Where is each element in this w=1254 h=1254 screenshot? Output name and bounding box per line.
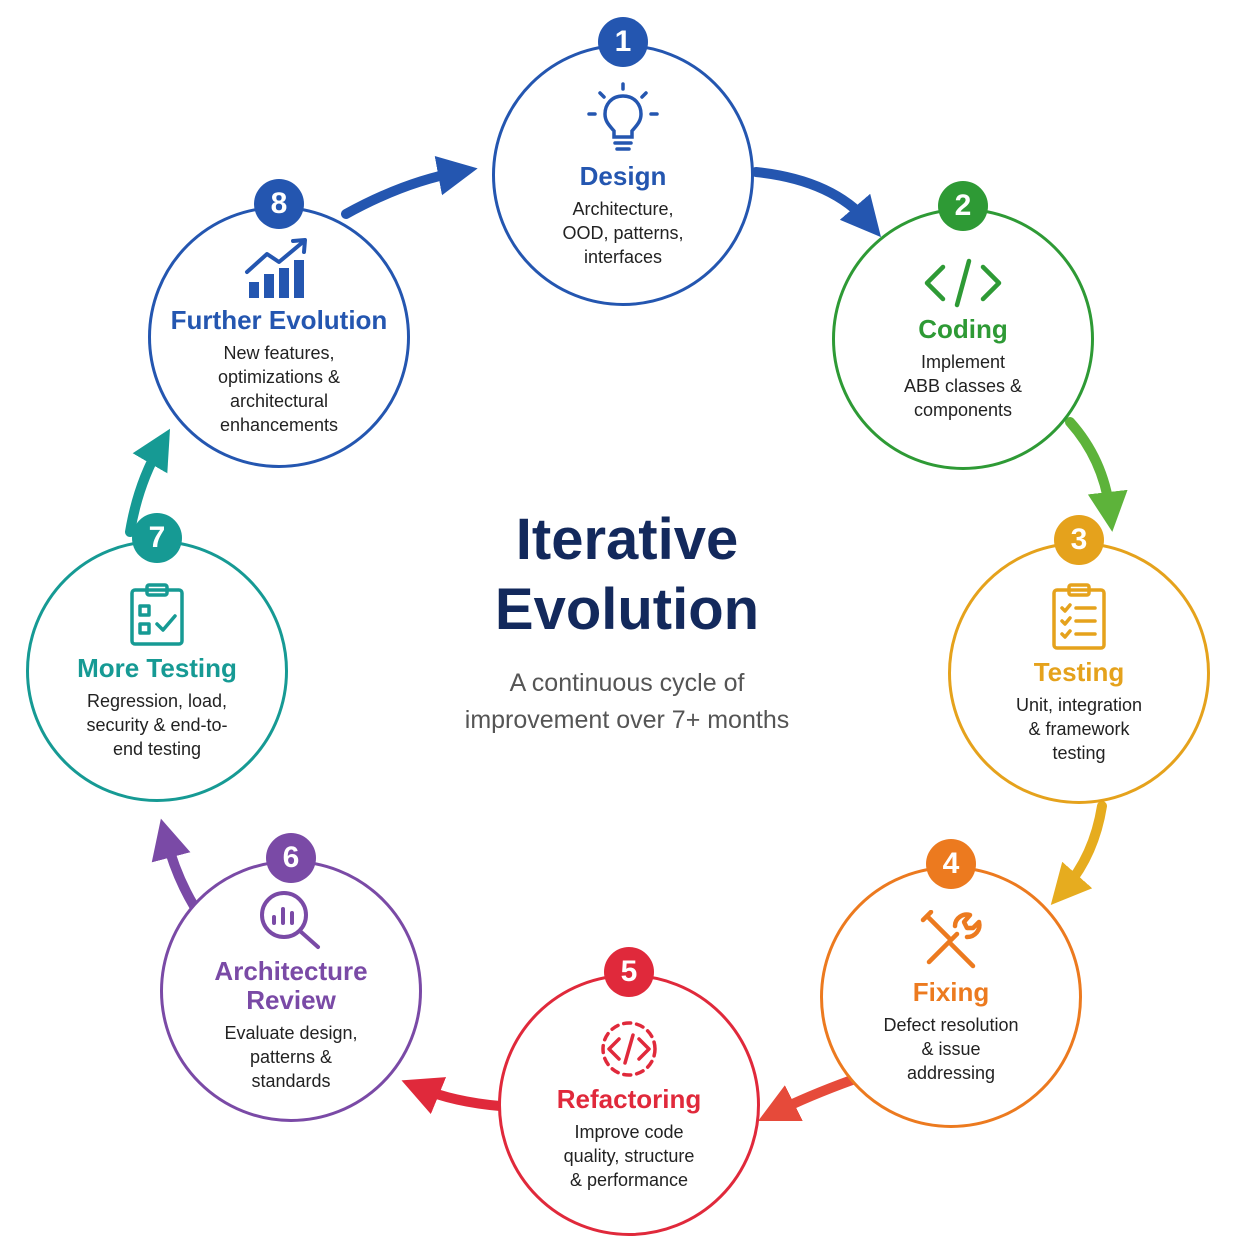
stage-testing: 3 Testing Unit, integration & framework …	[948, 515, 1210, 804]
arrow-review-to-moretesting	[151, 818, 199, 911]
arrow-moretesting-to-further	[125, 428, 171, 537]
stage-architecture-review: 6 Architecture Review Evaluate design, p…	[160, 833, 422, 1122]
arrow-fixing-to-refactoring	[758, 1075, 857, 1121]
stage-number-badge: 2	[938, 181, 988, 231]
arrow-coding-to-testing	[1065, 417, 1128, 532]
stage-title: More Testing	[77, 652, 237, 683]
stage-number-badge: 4	[926, 839, 976, 889]
stage-number-badge: 6	[266, 833, 316, 883]
clipboard-checklist-icon	[1052, 582, 1106, 650]
stage-title: Further Evolution	[170, 304, 388, 335]
stage-description: New features, optimizations & architectu…	[217, 342, 341, 435]
stage-description: Unit, integration & framework testing	[1015, 694, 1143, 763]
code-icon	[924, 258, 1002, 307]
stage-number-badge: 7	[132, 513, 182, 563]
stage-description: Evaluate design, patterns & standards	[224, 1023, 358, 1091]
refactor-code-icon	[601, 1020, 657, 1077]
arrow-refactoring-to-review	[401, 1077, 505, 1115]
arrow-design-to-coding	[751, 167, 882, 238]
clipboard-check-icon	[130, 582, 184, 646]
stage-description: Improve code quality, structure & perfor…	[563, 1121, 695, 1190]
stage-coding: 2 Coding Implement ABB classes & compone…	[832, 181, 1094, 470]
wrench-screwdriver-icon	[920, 909, 982, 968]
stage-title: Design	[579, 160, 667, 191]
lightbulb-icon	[587, 81, 659, 151]
diagram-title: Iterative Evolution	[494, 507, 760, 642]
stage-design: 1 Design Architecture, OOD, patterns, in…	[492, 17, 754, 306]
diagram-subtitle: A continuous cycle of improvement over 7…	[464, 669, 790, 734]
stage-number-badge: 8	[254, 179, 304, 229]
stage-fixing: 4 Fixing Defect resolution & issue addre…	[820, 839, 1082, 1128]
arrow-further-to-design	[341, 155, 478, 219]
stage-title: Refactoring	[556, 1083, 702, 1114]
stage-description: Architecture, OOD, patterns, interfaces	[562, 198, 684, 267]
stage-number-badge: 3	[1054, 515, 1104, 565]
stage-description: Regression, load, security & end-to- end…	[86, 690, 228, 759]
stage-description: Defect resolution & issue addressing	[883, 1014, 1019, 1083]
magnifier-chart-icon	[260, 891, 320, 949]
stage-number-badge: 5	[604, 947, 654, 997]
growth-chart-icon	[245, 237, 307, 298]
stage-more-testing: 7 More Testing Regression, load, securit…	[26, 513, 288, 802]
stage-title: Testing	[1033, 656, 1125, 687]
stage-title: Coding	[918, 313, 1008, 344]
stage-number-badge: 1	[598, 17, 648, 67]
stage-description: Implement ABB classes & components	[903, 351, 1023, 420]
stage-further-evolution: 8 Further Evolution New features, optimi…	[148, 179, 410, 468]
stage-refactoring: 5 Refactoring Improve code quality, stru…	[498, 947, 760, 1236]
stage-title: Fixing	[912, 976, 990, 1007]
arrow-testing-to-fixing	[1050, 801, 1107, 906]
stage-title: Architecture Review	[214, 956, 368, 1015]
center-block: Iterative Evolution A continuous cycle o…	[427, 505, 827, 739]
